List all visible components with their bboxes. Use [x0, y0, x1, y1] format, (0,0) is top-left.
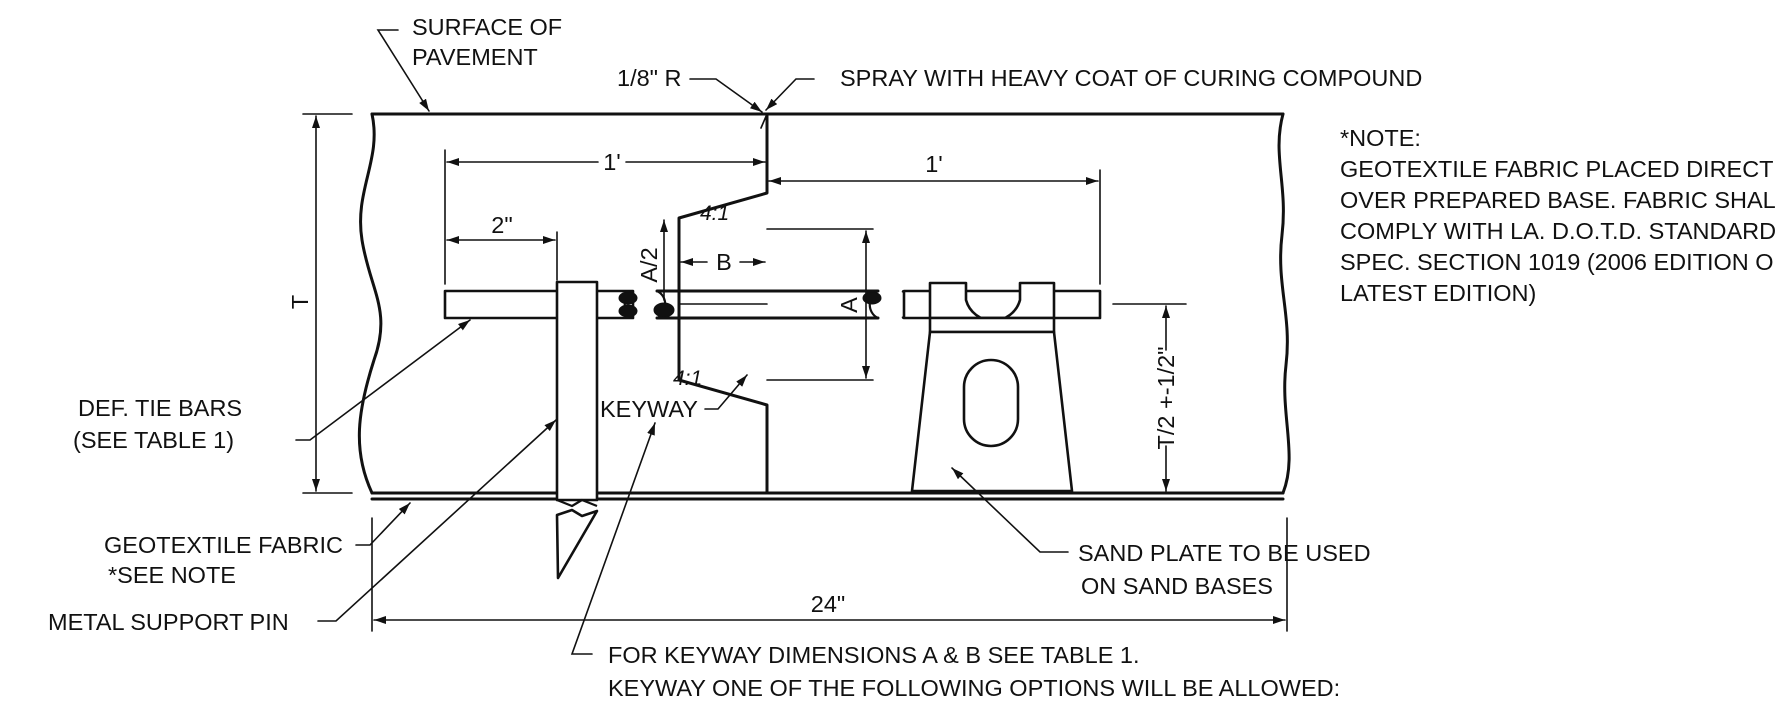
chair-slot	[962, 358, 1020, 448]
keyway-label: KEYWAY	[600, 396, 698, 422]
surface-label-line2: PAVEMENT	[412, 44, 538, 70]
spray-label: SPRAY WITH HEAVY COAT OF CURING COMPOUND	[840, 65, 1422, 91]
tie-bars-label-line2: (SEE TABLE 1)	[73, 427, 234, 453]
support-pin-shaft	[555, 280, 599, 502]
tie-bars-leader	[295, 319, 471, 441]
keyway-joint	[677, 112, 769, 495]
upper-slope-label: 4:1	[700, 202, 729, 225]
keyway-dims-label-line2: KEYWAY ONE OF THE FOLLOWING OPTIONS WILL…	[608, 675, 1340, 701]
dimensions: T 1' 1' 2" A/2 B A T/2 +-1/2"	[287, 113, 1288, 632]
right-one-foot-label: 1'	[925, 151, 943, 177]
note-line-1: GEOTEXTILE FABRIC PLACED DIRECTLY	[1340, 156, 1775, 182]
sand-plate-label-line1: SAND PLATE TO BE USED	[1078, 540, 1371, 566]
b-label: B	[716, 249, 732, 275]
half-a-label: A/2	[636, 247, 662, 282]
slab-left-break-edge	[357, 112, 383, 495]
geotextile-label-line1: GEOTEXTILE FABRIC	[104, 532, 343, 558]
note-title: *NOTE:	[1340, 125, 1421, 151]
sand-plate-label-line2: ON SAND BASES	[1081, 573, 1273, 599]
radius-label: 1/8" R	[617, 65, 682, 91]
keyway-options-leader	[570, 422, 656, 655]
width-24-label: 24"	[811, 591, 845, 617]
geotextile-leader	[355, 502, 411, 546]
keyway-dims-label-line1: FOR KEYWAY DIMENSIONS A & B SEE TABLE 1.	[608, 642, 1140, 668]
support-pin-upper-break	[556, 498, 598, 508]
annotations: SURFACE OF PAVEMENT 1/8" R SPRAY WITH HE…	[48, 14, 1775, 701]
metal-support-pin	[555, 280, 599, 580]
t-half-label: T/2 +-1/2"	[1153, 346, 1179, 449]
lower-slope-label: 4:1	[673, 367, 702, 390]
keyway-leader	[704, 374, 748, 410]
note-line-5: LATEST EDITION)	[1340, 280, 1536, 306]
support-pin-tip	[555, 508, 599, 580]
surface-leader	[376, 29, 430, 112]
tie-bar-left-segment	[443, 289, 635, 320]
surface-label-line1: SURFACE OF	[412, 14, 562, 40]
tie-bars-label-line1: DEF. TIE BARS	[78, 395, 242, 421]
slab-right-break-edge	[1277, 112, 1291, 495]
support-pin-label: METAL SUPPORT PIN	[48, 609, 289, 635]
note-line-3: COMPLY WITH LA. D.O.T.D. STANDARD	[1340, 218, 1775, 244]
support-pin-leader	[317, 419, 557, 622]
tie-bar-middle-break-mark	[653, 302, 675, 318]
sand-plate-leader	[951, 467, 1069, 553]
tie-bar-left-break-mark	[618, 291, 638, 305]
radius-leader	[689, 78, 763, 113]
two-inch-label: 2"	[491, 212, 512, 238]
tie-bar-left-break-mark-2	[618, 304, 638, 318]
pavement-slab	[357, 112, 1291, 501]
sand-plate-chair	[910, 281, 1074, 493]
left-one-foot-label: 1'	[603, 149, 621, 175]
tie-bar	[443, 289, 1102, 320]
leaders	[295, 29, 1069, 655]
spray-leader	[765, 78, 815, 111]
chair-collar	[928, 316, 1056, 334]
keyway-joint-profile	[677, 112, 769, 495]
joint-radius-tick	[760, 113, 768, 129]
note-line-4: SPEC. SECTION 1019 (2006 EDITION OR	[1340, 249, 1775, 275]
t-dimension-label: T	[287, 295, 313, 309]
note-line-2: OVER PREPARED BASE. FABRIC SHALL	[1340, 187, 1775, 213]
geotextile-label-line2: *SEE NOTE	[108, 562, 236, 588]
a-label: A	[836, 297, 862, 313]
